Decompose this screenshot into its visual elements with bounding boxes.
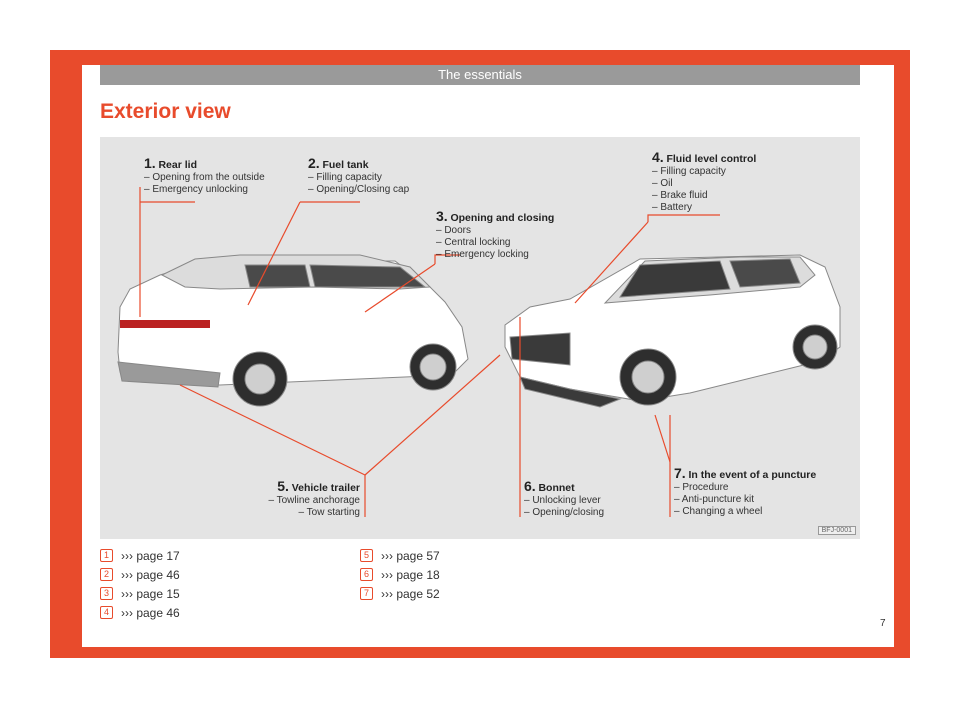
reference-badge: 6	[360, 568, 373, 581]
callout-item: – Doors	[436, 225, 472, 236]
front-car-illustration	[504, 254, 841, 408]
callout-number: 7.	[674, 465, 686, 481]
callout-puncture: 7. In the event of a puncture – Procedur…	[674, 465, 817, 518]
callout-item: – Emergency unlocking	[144, 184, 248, 195]
callout-rear-lid: 1. Rear lid – Opening from the outside –…	[144, 155, 265, 196]
reference-badge: 3	[100, 587, 113, 600]
callout-number: 5.	[277, 478, 289, 494]
rear-car-illustration	[117, 254, 469, 407]
callout-item: – Towline anchorage	[268, 495, 360, 506]
reference-link[interactable]: ››› page 46	[121, 605, 180, 620]
figure-code: BFJ-0001	[817, 526, 856, 535]
reference-item: 6 ››› page 18	[360, 565, 440, 584]
callout-item: – Central locking	[436, 237, 511, 248]
reference-badge: 1	[100, 549, 113, 562]
callout-item: – Brake fluid	[652, 190, 708, 201]
callout-number: 3.	[436, 208, 448, 224]
reference-link[interactable]: ››› page 57	[381, 548, 440, 563]
reference-item: 4 ››› page 46	[100, 603, 180, 622]
callout-fuel-tank: 2. Fuel tank – Filling capacity – Openin…	[308, 155, 410, 196]
callout-item: – Unlocking lever	[524, 495, 601, 506]
reference-badge: 4	[100, 606, 113, 619]
callout-heading: Opening and closing	[450, 212, 555, 224]
callout-item: – Filling capacity	[308, 172, 382, 183]
callout-number: 4.	[652, 149, 664, 165]
callout-item: – Opening/Closing cap	[308, 184, 410, 195]
callout-heading: Vehicle trailer	[291, 482, 360, 494]
callout-bonnet: 6. Bonnet – Unlocking lever – Opening/cl…	[524, 478, 605, 519]
reference-link[interactable]: ››› page 52	[381, 586, 440, 601]
reference-badge: 5	[360, 549, 373, 562]
callout-item: – Battery	[652, 202, 693, 213]
reference-link[interactable]: ››› page 46	[121, 567, 180, 582]
reference-item: 5 ››› page 57	[360, 546, 440, 565]
callout-item: – Oil	[652, 178, 673, 189]
callout-leader-lines	[139, 187, 720, 517]
callout-item: – Opening/closing	[524, 507, 605, 518]
leader-line-opening	[434, 254, 460, 264]
callout-item: – Tow starting	[298, 507, 360, 518]
callout-number: 1.	[144, 155, 156, 171]
callout-item: – Changing a wheel	[674, 506, 763, 517]
callout-opening-closing: 3. Opening and closing – Doors – Central…	[436, 208, 555, 261]
callout-heading: In the event of a puncture	[688, 469, 817, 481]
callout-item: – Emergency locking	[436, 249, 529, 260]
callout-item: – Filling capacity	[652, 166, 726, 177]
callout-fluid-level: 4. Fluid level control – Filling capacit…	[652, 149, 757, 214]
exterior-view-figure: 1. Rear lid – Opening from the outside –…	[100, 137, 860, 539]
reference-link[interactable]: ››› page 17	[121, 548, 180, 563]
page-references-left: 1 ››› page 17 2 ››› page 46 3 ››› page 1…	[100, 546, 180, 622]
reference-link[interactable]: ››› page 18	[381, 567, 440, 582]
reference-badge: 7	[360, 587, 373, 600]
callout-heading: Bonnet	[538, 482, 575, 494]
leader-line-fluid-level	[647, 214, 720, 222]
page-references-right: 5 ››› page 57 6 ››› page 18 7 ››› page 5…	[360, 546, 440, 603]
callout-item: – Opening from the outside	[144, 172, 265, 183]
reference-item: 3 ››› page 15	[100, 584, 180, 603]
reference-item: 7 ››› page 52	[360, 584, 440, 603]
reference-badge: 2	[100, 568, 113, 581]
callout-heading: Fluid level control	[666, 153, 757, 165]
car-illustration	[117, 187, 841, 517]
page-title: Exterior view	[100, 100, 231, 123]
reference-link[interactable]: ››› page 15	[121, 586, 180, 601]
callout-number: 6.	[524, 478, 536, 494]
reference-item: 2 ››› page 46	[100, 565, 180, 584]
callout-vehicle-trailer: 5. Vehicle trailer – Towline anchorage –…	[268, 478, 360, 519]
callout-item: – Procedure	[674, 482, 729, 493]
page-number: 7	[880, 618, 886, 629]
callout-heading: Rear lid	[158, 159, 197, 171]
callout-item: – Anti-puncture kit	[674, 494, 755, 505]
callout-heading: Fuel tank	[322, 159, 369, 171]
callout-number: 2.	[308, 155, 320, 171]
reference-item: 1 ››› page 17	[100, 546, 180, 565]
section-header: The essentials	[100, 65, 860, 85]
